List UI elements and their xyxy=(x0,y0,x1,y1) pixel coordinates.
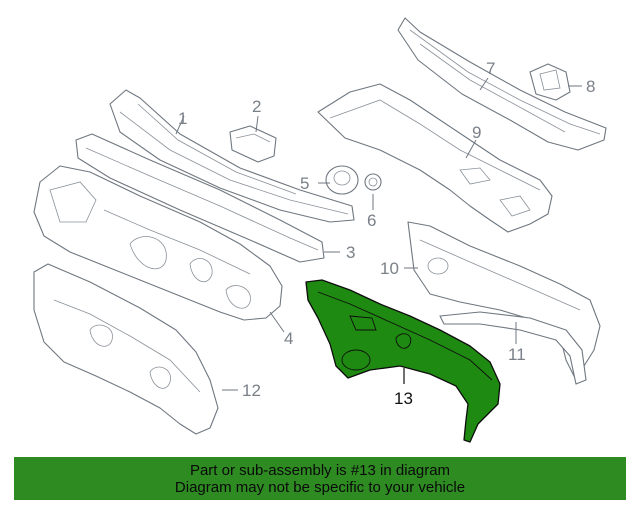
part-info-banner: Part or sub-assembly is #13 in diagram D… xyxy=(14,457,626,500)
banner-line-2: Diagram may not be specific to your vehi… xyxy=(174,478,466,496)
part-11-seal xyxy=(439,311,587,385)
callout-2: 2 xyxy=(252,97,261,116)
part-2-bracket xyxy=(229,125,277,163)
callout-6: 6 xyxy=(367,211,376,230)
callout-11: 11 xyxy=(508,345,526,364)
part-13-highlighted-insulator xyxy=(305,279,501,443)
callout-10: 10 xyxy=(380,259,399,278)
callout-4: 4 xyxy=(284,329,293,348)
callout-3: 3 xyxy=(346,243,355,262)
callout-13: 13 xyxy=(394,389,413,408)
callout-labels: 1 2 3 4 5 6 7 8 9 10 11 12 13 xyxy=(178,59,595,408)
part-8-bracket xyxy=(529,63,571,101)
callout-8: 8 xyxy=(586,77,595,96)
part-3-cross-member xyxy=(75,133,325,263)
part-7-cowl-grille xyxy=(397,17,607,151)
callout-5: 5 xyxy=(300,174,309,193)
part-5-mount xyxy=(325,165,359,195)
callout-7: 7 xyxy=(486,59,495,78)
banner-line-1: Part or sub-assembly is #13 in diagram xyxy=(189,461,451,479)
callout-1: 1 xyxy=(178,109,187,128)
callout-9: 9 xyxy=(472,123,481,142)
part-1-upper-cowl xyxy=(109,89,355,223)
part-9-cowl-cover xyxy=(317,83,553,233)
callout-12: 12 xyxy=(242,381,261,400)
part-6-grommet xyxy=(364,173,382,191)
part-12-lower-dash xyxy=(33,263,219,435)
parts-diagram: 1 2 3 4 5 6 7 8 9 10 11 12 13 xyxy=(33,17,607,443)
part-4-dash-panel xyxy=(33,165,283,321)
leader-lines xyxy=(175,77,582,391)
